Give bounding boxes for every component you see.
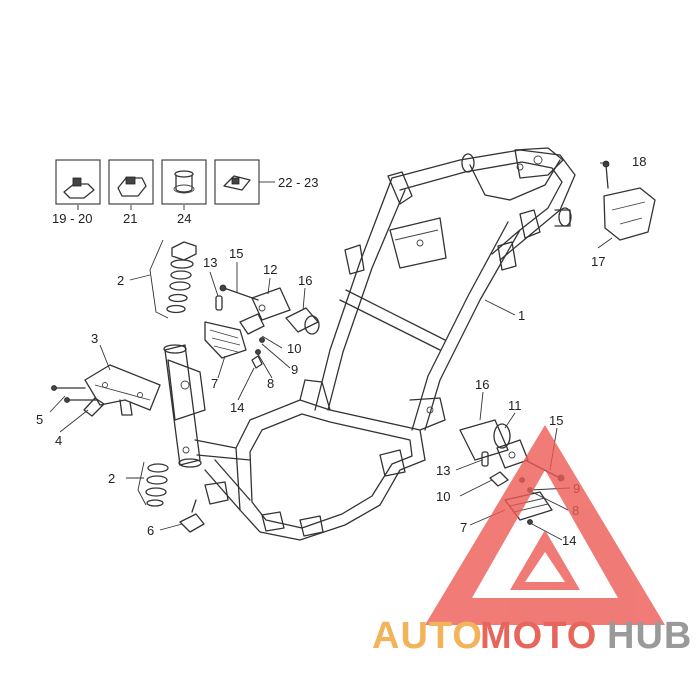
label-2-lower: 2 [108, 471, 115, 486]
label-3: 3 [91, 331, 98, 346]
label-17: 17 [591, 254, 605, 269]
part-labels: 19 - 20 21 24 22 - 23 2 1 3 5 4 2 6 18 1… [36, 154, 646, 548]
label-4: 4 [55, 433, 62, 448]
label-14-left: 14 [230, 400, 244, 415]
label-19-20: 19 - 20 [52, 211, 92, 226]
part-box-19-20 [55, 159, 101, 210]
label-15-right: 15 [549, 413, 563, 428]
label-24: 24 [177, 211, 191, 226]
watermark-text-auto: AUTO [372, 615, 483, 657]
part-box-24 [161, 159, 207, 205]
label-1: 1 [518, 308, 525, 323]
bearing-stack-lower [137, 461, 169, 507]
label-6: 6 [147, 523, 154, 538]
label-16-left: 16 [298, 273, 312, 288]
watermark-inner-triangle [510, 530, 580, 590]
label-5: 5 [36, 412, 43, 427]
footrest-left-group [204, 284, 320, 369]
label-16-right: 16 [475, 377, 489, 392]
label-18: 18 [632, 154, 646, 169]
label-11: 11 [508, 398, 522, 413]
label-15-left: 15 [229, 246, 243, 261]
part-box-22-23 [214, 159, 260, 205]
label-2-upper: 2 [117, 273, 124, 288]
bolts-5 [51, 385, 99, 403]
label-22-23: 22 - 23 [278, 175, 318, 190]
label-7-left: 7 [211, 376, 218, 391]
label-13-left: 13 [203, 255, 217, 270]
label-8-left: 8 [267, 376, 274, 391]
main-frame [163, 147, 576, 541]
watermark-logo [425, 425, 665, 625]
label-13-right: 13 [436, 463, 450, 478]
bearing-stack-upper [149, 239, 197, 319]
label-7-right: 7 [460, 520, 467, 535]
part-box-21 [108, 159, 154, 205]
screw-6 [179, 499, 205, 533]
label-10-right: 10 [436, 489, 450, 504]
watermark-text-moto: MOTO [480, 615, 597, 657]
label-21: 21 [123, 211, 137, 226]
cover-17 [603, 187, 656, 241]
watermark-text-hub: HUB [607, 615, 692, 657]
label-14-right: 14 [562, 533, 576, 548]
bracket-3 [84, 364, 161, 416]
clip-4 [83, 397, 105, 417]
label-10-left: 10 [287, 341, 301, 356]
label-9-left: 9 [291, 362, 298, 377]
leader-lines [49, 162, 613, 541]
watermark-triangle [425, 425, 665, 625]
label-12: 12 [263, 262, 277, 277]
screw-18 [602, 160, 610, 189]
